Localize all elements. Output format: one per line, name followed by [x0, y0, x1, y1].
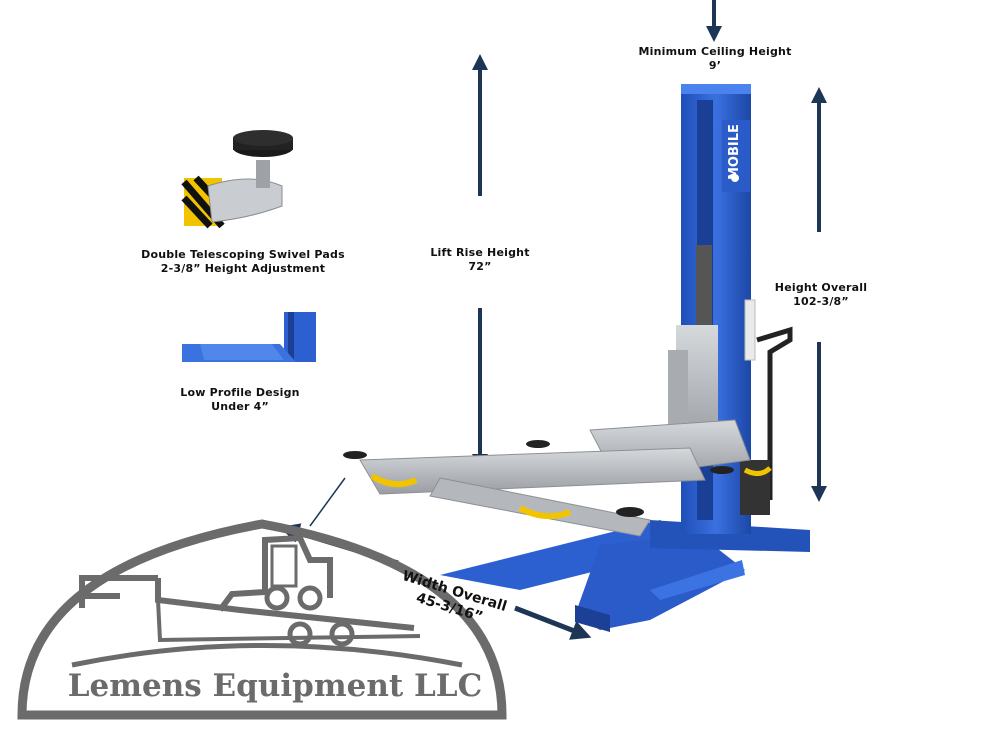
swivel-pads-label: Double Telescoping Swivel Pads 2-3/8” He… [138, 248, 348, 276]
height-overall-value: 102-3/8” [793, 295, 849, 308]
height-overall-label: Height Overall 102-3/8” [766, 281, 876, 309]
min-ceiling-title: Minimum Ceiling Height [638, 45, 792, 58]
lift-rise-title: Lift Rise Height [430, 246, 530, 259]
company-name: Lemens Equipment LLC [67, 668, 483, 704]
low-profile-label: Low Profile Design Under 4” [175, 386, 305, 414]
lift-rise-label: Lift Rise Height 72” [420, 246, 540, 274]
column-brand: MOBILE [727, 124, 742, 180]
height-overall-title: Height Overall [774, 281, 868, 294]
swivel-pads-value: 2-3/8” Height Adjustment [160, 262, 326, 275]
low-profile-value: Under 4” [211, 400, 269, 413]
min-ceiling-label: Minimum Ceiling Height 9’ [630, 45, 800, 73]
swivel-pad-image [181, 130, 293, 229]
swivel-pads-title: Double Telescoping Swivel Pads [141, 248, 345, 261]
min-ceiling-value: 9’ [708, 59, 722, 72]
low-profile-image [182, 312, 318, 364]
low-profile-title: Low Profile Design [180, 386, 300, 399]
mobile-lift-image: MOBILE [343, 84, 810, 632]
lift-rise-value: 72” [468, 260, 492, 273]
company-logo [17, 519, 507, 720]
